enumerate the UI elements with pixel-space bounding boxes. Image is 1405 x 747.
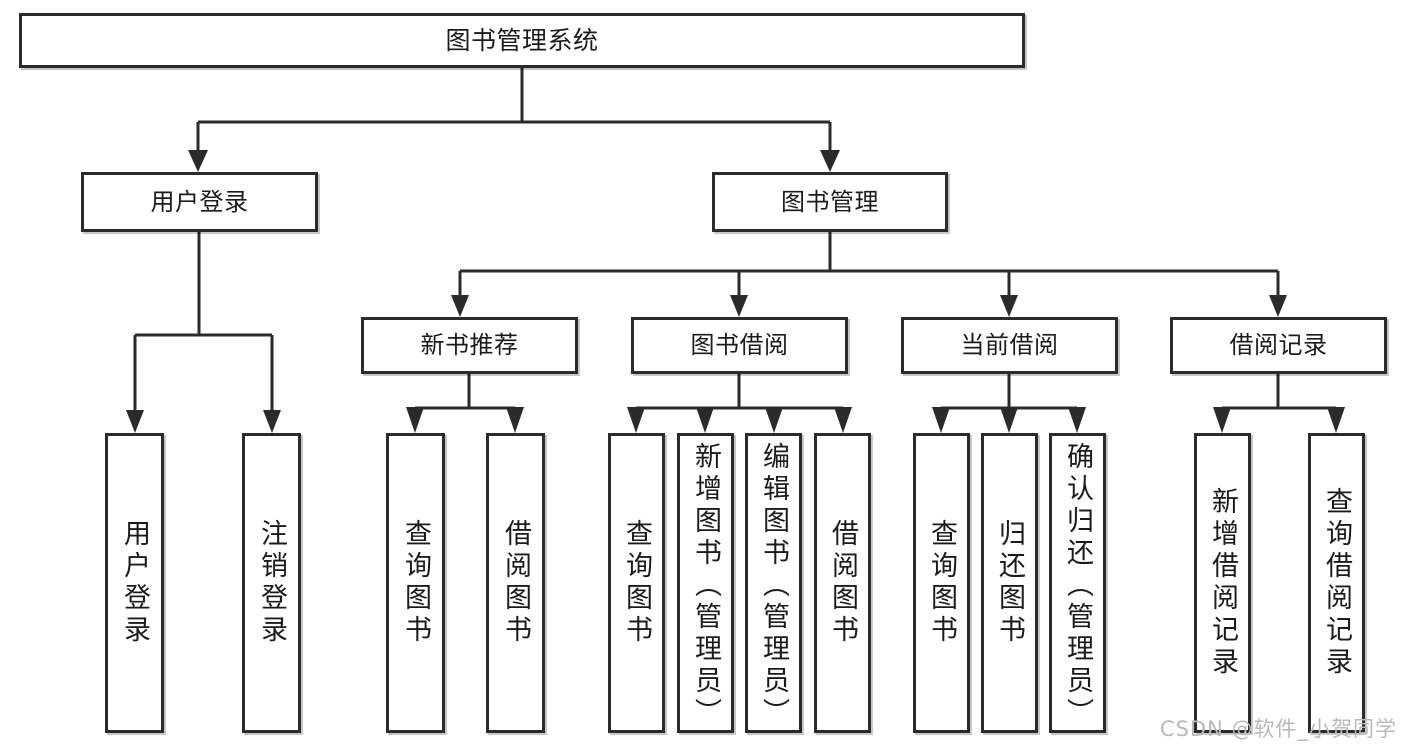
node-book-borrow[interactable]: 图书借阅 [631, 317, 848, 374]
node-label: 归还图书 [994, 519, 1025, 647]
leaf-user-login[interactable]: 用户登录 [105, 433, 164, 733]
leaf-query-borrow-record[interactable]: 查询借阅记录 [1308, 433, 1365, 733]
node-label: 注销登录 [256, 519, 287, 647]
node-label: 查询借阅记录 [1321, 487, 1352, 679]
leaf-edit-book-admin[interactable]: 编辑图书（管理员） [745, 433, 802, 733]
leaf-query-book-recommend[interactable]: 查询图书 [386, 433, 445, 733]
node-label: 确认归还（管理员） [1062, 442, 1093, 730]
node-root-system[interactable]: 图书管理系统 [19, 13, 1025, 68]
node-user-login[interactable]: 用户登录 [81, 172, 318, 232]
node-label: 新增借阅记录 [1207, 487, 1238, 679]
leaf-borrow-book-recommend[interactable]: 借阅图书 [486, 433, 545, 733]
node-label: 查询图书 [621, 519, 652, 647]
node-label: 借阅图书 [500, 519, 531, 647]
node-label: 图书管理系统 [445, 25, 599, 55]
node-label: 查询图书 [400, 519, 431, 647]
node-label: 新书推荐 [420, 331, 519, 360]
leaf-logout-login[interactable]: 注销登录 [242, 433, 301, 733]
leaf-return-book[interactable]: 归还图书 [981, 433, 1038, 733]
node-label: 图书借阅 [690, 331, 789, 360]
leaf-borrow-book[interactable]: 借阅图书 [814, 433, 871, 733]
node-label: 图书管理 [781, 187, 879, 216]
leaf-add-book-admin[interactable]: 新增图书（管理员） [677, 433, 734, 733]
leaf-query-book-current[interactable]: 查询图书 [913, 433, 970, 733]
leaf-confirm-return-admin[interactable]: 确认归还（管理员） [1049, 433, 1106, 733]
node-new-book-recommend[interactable]: 新书推荐 [361, 317, 578, 374]
node-label: 借阅图书 [827, 519, 858, 647]
leaf-add-borrow-record[interactable]: 新增借阅记录 [1194, 433, 1251, 733]
node-label: 用户登录 [150, 187, 249, 216]
node-label: 编辑图书（管理员） [758, 442, 789, 730]
node-label: 借阅记录 [1229, 331, 1328, 360]
node-label: 用户登录 [119, 519, 150, 647]
node-label: 查询图书 [926, 519, 957, 647]
node-label: 新增图书（管理员） [690, 442, 721, 730]
node-borrow-record[interactable]: 借阅记录 [1170, 317, 1387, 374]
node-book-management[interactable]: 图书管理 [712, 172, 948, 232]
leaf-query-book-borrow[interactable]: 查询图书 [608, 433, 665, 733]
node-current-borrow[interactable]: 当前借阅 [901, 317, 1118, 374]
node-label: 当前借阅 [960, 331, 1059, 360]
csdn-watermark: CSDN @软件_小贺同学 [1159, 717, 1397, 741]
